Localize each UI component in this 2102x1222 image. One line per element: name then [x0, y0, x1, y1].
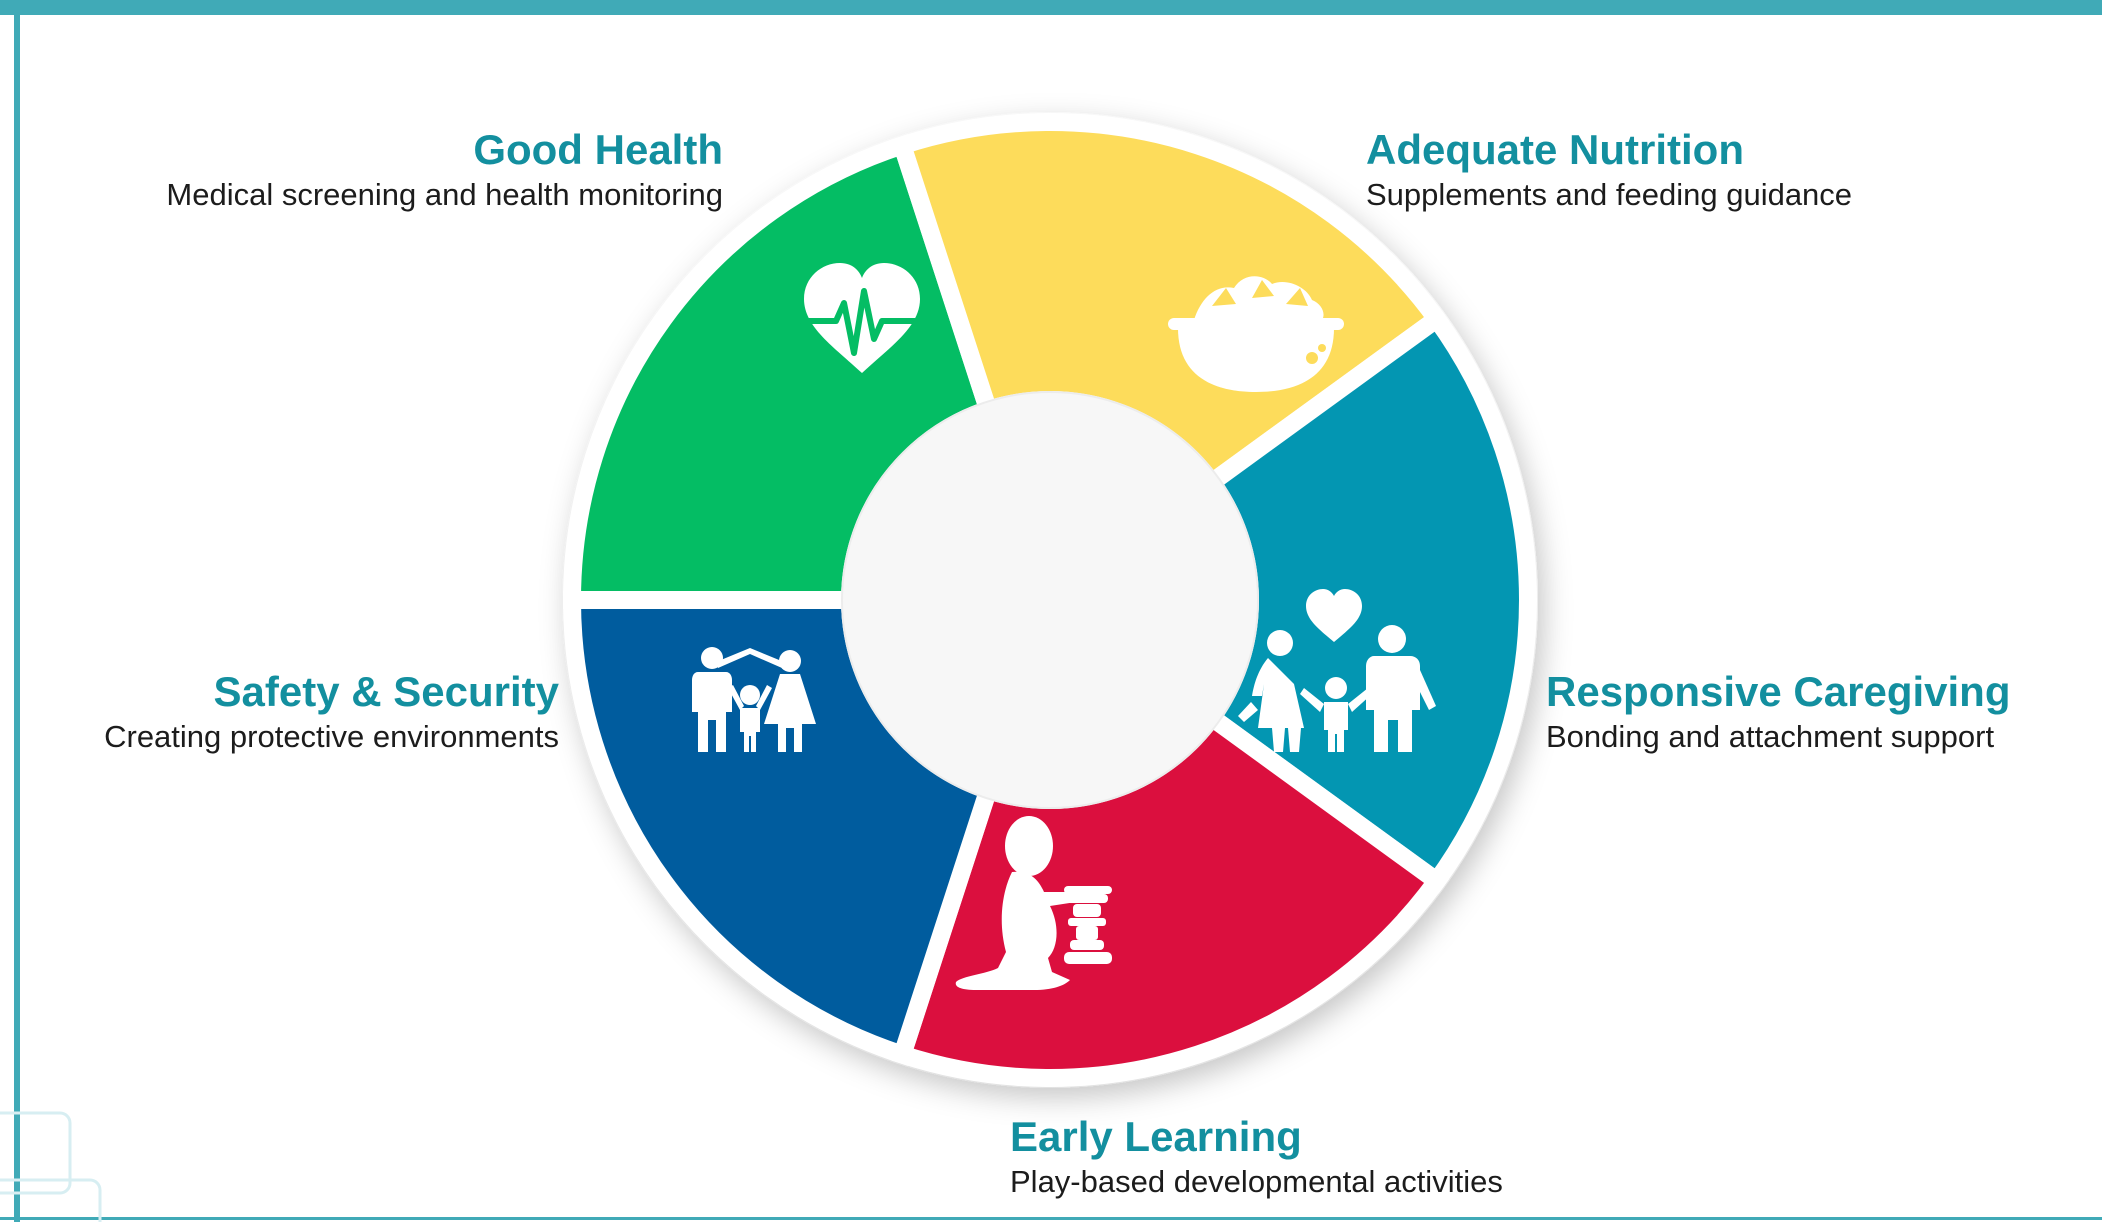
frame-top-border — [0, 0, 2102, 15]
pillar-adequate-nutrition: Adequate Nutrition Supplements and feedi… — [1366, 125, 1852, 215]
safety-security-title: Safety & Security — [213, 668, 559, 715]
heart-pulse-icon — [799, 263, 925, 373]
adequate-nutrition-title: Adequate Nutrition — [1366, 126, 1744, 173]
family-heart-icon — [1238, 589, 1436, 752]
responsive-caregiving-title: Responsive Caregiving — [1546, 668, 2011, 715]
food-bowl-icon — [1168, 276, 1344, 392]
frame-left-border — [14, 0, 20, 1222]
responsive-caregiving-description: Bonding and attachment support — [1546, 719, 1995, 754]
early-learning-description: Play-based developmental activities — [1010, 1164, 1503, 1199]
wheel-center — [841, 391, 1259, 809]
pillar-responsive-caregiving: Responsive Caregiving Bonding and attach… — [1546, 667, 2010, 757]
corner-decoration — [0, 1111, 102, 1222]
good-health-description: Medical screening and health monitoring — [166, 177, 723, 212]
adequate-nutrition-description: Supplements and feeding guidance — [1366, 177, 1853, 212]
early-learning-title: Early Learning — [1010, 1113, 1302, 1160]
pillar-early-learning: Early Learning Play-based developmental … — [1010, 1112, 1503, 1202]
frame-bottom-border — [0, 1217, 2102, 1220]
safety-security-description: Creating protective environments — [104, 719, 559, 754]
family-shelter-icon — [692, 647, 816, 752]
good-health-title: Good Health — [473, 126, 723, 173]
pillar-good-health: Good Health Medical screening and health… — [166, 125, 723, 215]
child-playing-icon — [955, 816, 1112, 990]
pillar-safety-security: Safety & Security Creating protective en… — [104, 667, 559, 757]
